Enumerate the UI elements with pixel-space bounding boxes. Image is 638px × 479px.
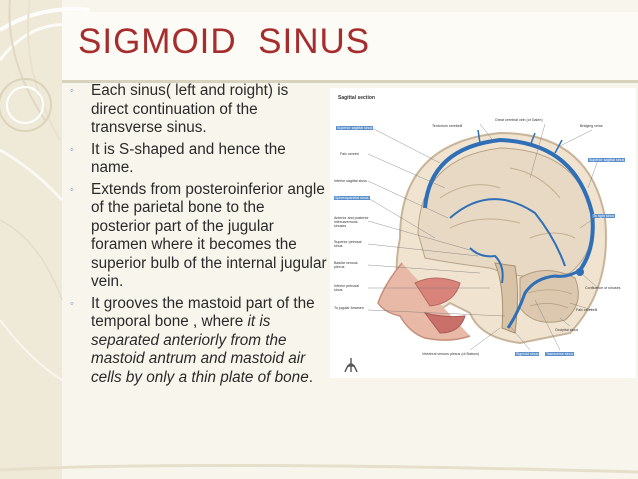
bullet-item: ◦ Each sinus( left and roight) is direct… bbox=[70, 82, 328, 138]
label-superior-sagittal: Superior sagittal sinus bbox=[336, 126, 374, 130]
label-basilar: Basilar venous plexus bbox=[334, 261, 358, 269]
slide-title: SIGMOID SINUS bbox=[78, 22, 371, 61]
sagittal-section-illustration bbox=[367, 123, 607, 351]
label-sigmoid: Sigmoid sinus bbox=[515, 352, 540, 356]
label-intercavernous: Anterior and posterior intercavernous si… bbox=[334, 216, 369, 228]
label-falx-cerebelli: Falx cerebelli bbox=[576, 308, 598, 312]
bullet-list: ◦ Each sinus( left and roight) is direct… bbox=[70, 82, 328, 390]
figure-title: Sagittal section bbox=[338, 95, 375, 101]
bullet-icon: ◦ bbox=[70, 297, 74, 310]
label-bridging: Bridging veins bbox=[580, 124, 603, 128]
label-tentorium: Tentorium cerebelli bbox=[432, 124, 463, 128]
bullet-icon: ◦ bbox=[70, 85, 74, 97]
bullet-icon: ◦ bbox=[70, 183, 74, 196]
title-rule bbox=[62, 80, 638, 83]
label-to-right: To right sinus bbox=[592, 214, 616, 218]
bullet-text-italic: it is separated anteriorly from the mast… bbox=[91, 313, 309, 386]
label-inferior-petrosal: Inferior petrosal sinus bbox=[334, 284, 359, 292]
label-inferior-sagittal: Inferior sagittal sinus bbox=[334, 179, 367, 183]
bullet-item: ◦ It is S-shaped and hence the name. bbox=[70, 141, 328, 178]
title-bar bbox=[62, 12, 638, 80]
bullet-text-tail: . bbox=[308, 368, 313, 386]
publisher-logo-icon bbox=[344, 358, 358, 373]
anatomy-figure: Sagittal section Tentorium cerebelli Gre… bbox=[330, 88, 636, 378]
bullet-icon: ◦ bbox=[70, 143, 74, 156]
bullet-item: ◦ It grooves the mastoid part of the tem… bbox=[70, 295, 328, 388]
label-to-right-top: Superior sagittal sinus bbox=[588, 158, 626, 162]
bullet-text: Each sinus( left and roight) is direct c… bbox=[91, 82, 289, 136]
label-transverse: Transverse sinus bbox=[545, 352, 575, 356]
label-falx-cerebri: Falx cerebri bbox=[340, 152, 359, 156]
label-confluence: Confluence of sinuses bbox=[585, 286, 621, 290]
label-great-vein: Great cerebral vein (of Galen) bbox=[495, 118, 543, 122]
bullet-text: Extends from posteroinferior angle of th… bbox=[91, 180, 327, 291]
label-to-jugular: To jugular foramen bbox=[334, 306, 364, 310]
label-vertebral: Vertebral venous plexus (of Batson) bbox=[422, 352, 479, 356]
bullet-text: It grooves the mastoid part of the tempo… bbox=[91, 294, 315, 331]
label-sphenoparietal: Sphenoparietal sinus bbox=[334, 196, 370, 200]
label-occipital: Occipital sinus bbox=[555, 328, 579, 332]
bullet-text: It is S-shaped and hence the name. bbox=[91, 140, 286, 177]
label-superior-petrosal: Superior petrosal sinus bbox=[334, 240, 362, 248]
bullet-item: ◦ Extends from posteroinferior angle of … bbox=[70, 181, 328, 292]
